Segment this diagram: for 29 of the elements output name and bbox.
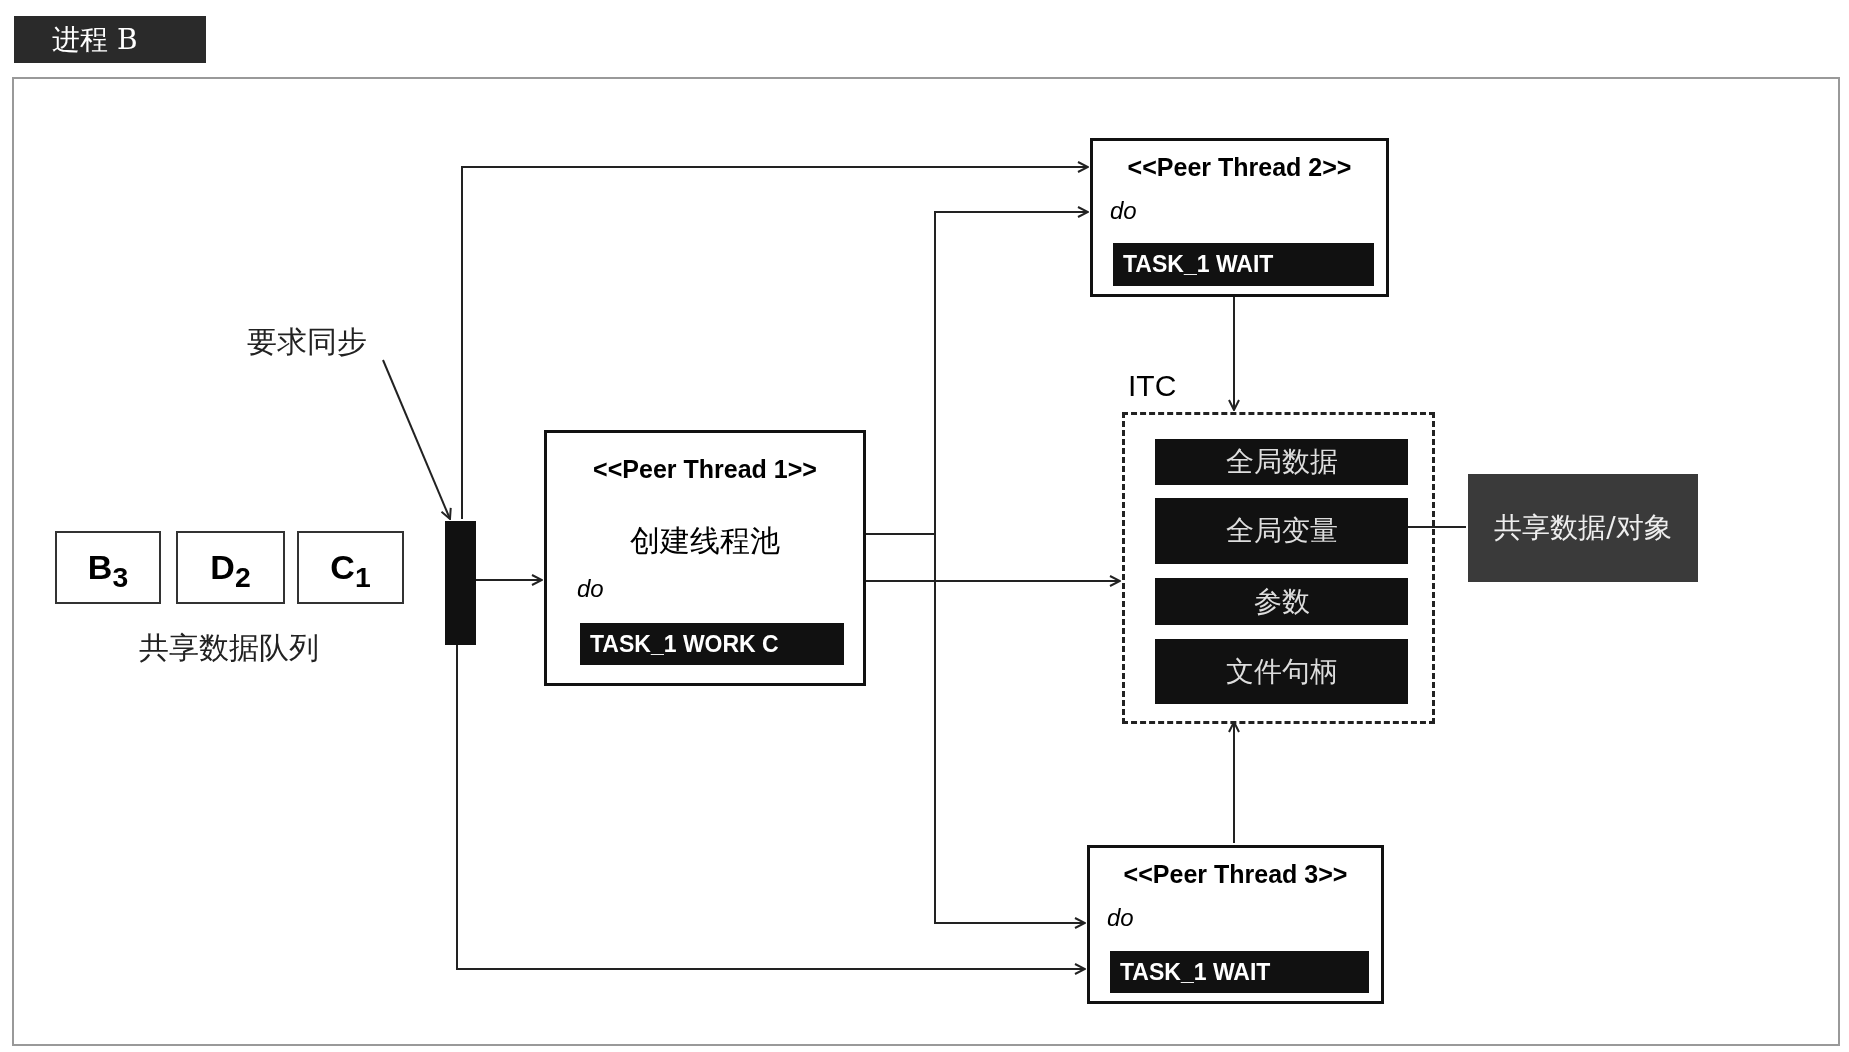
sync-bar xyxy=(445,521,476,645)
task-bar: TASK_1 WAIT xyxy=(1113,243,1374,286)
keyword-text: do xyxy=(1107,904,1134,932)
thread-heading: <<Peer Thread 1>> xyxy=(592,455,818,484)
queue-item: D$_{2}$ xyxy=(176,531,285,604)
shared-object-box: 共享数据/对象 xyxy=(1468,474,1698,582)
arrow xyxy=(461,161,1089,520)
data-bar: 文件句柄 xyxy=(1155,639,1408,704)
arrow xyxy=(1228,721,1240,844)
thread-box xyxy=(544,430,866,686)
thread-box xyxy=(1087,845,1384,1004)
thread-description: 创建线程池 xyxy=(629,523,781,559)
data-bar: 参数 xyxy=(1155,578,1408,625)
annotation-text: 要求同步 xyxy=(247,322,397,362)
thread-heading: <<Peer Thread 3>> xyxy=(1122,860,1349,889)
leader-line xyxy=(382,359,452,520)
thread-heading: <<Peer Thread 2>> xyxy=(1126,153,1353,182)
task-bar: TASK_1 WORK C xyxy=(580,623,844,665)
keyword-text: do xyxy=(1110,197,1137,225)
task-bar: TASK_1 WAIT xyxy=(1110,951,1369,993)
itc-heading: ITC xyxy=(1128,369,1177,403)
data-bar: 全局变量 xyxy=(1155,498,1408,564)
data-bar: 全局数据 xyxy=(1155,439,1408,485)
keyword-text: do xyxy=(577,575,604,603)
caption-text: 共享数据队列 xyxy=(139,630,319,666)
frame-title-tab: 进程 B xyxy=(14,16,206,63)
thread-box xyxy=(1090,138,1389,297)
queue-item: C$_{1}$ xyxy=(297,531,404,604)
queue-item: B$_{3}$ xyxy=(55,531,161,604)
